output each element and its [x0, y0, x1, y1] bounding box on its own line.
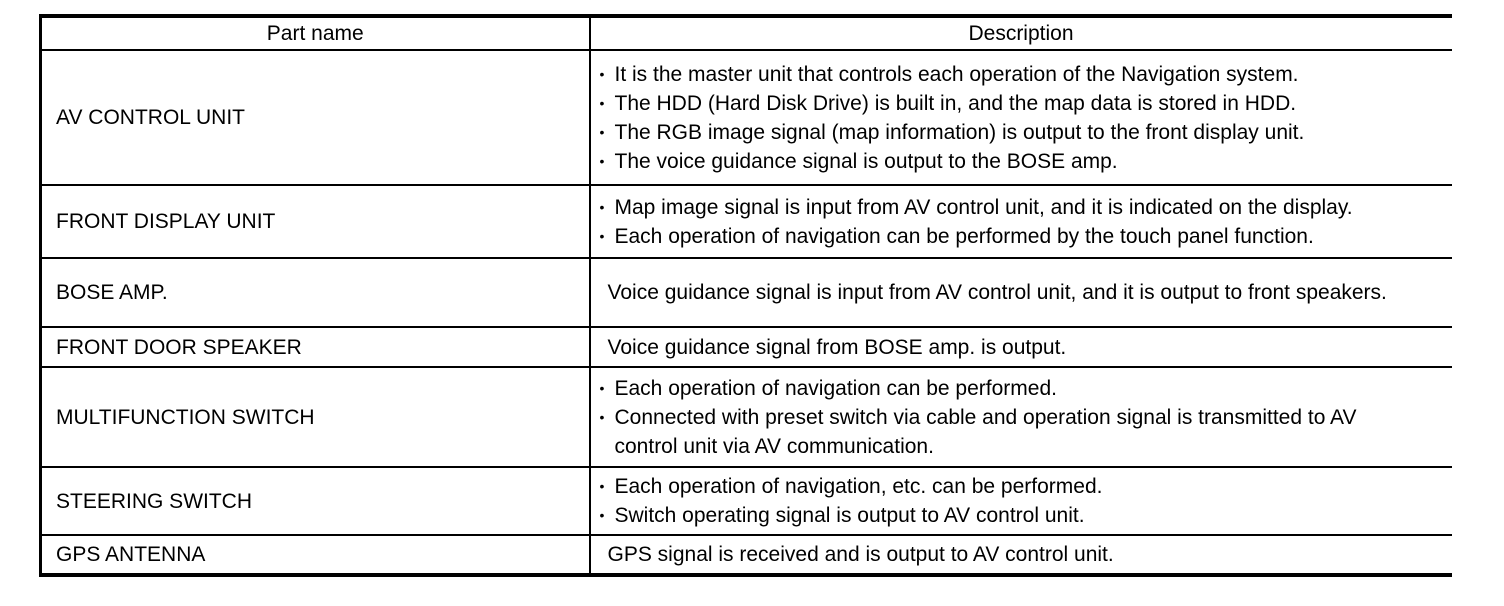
bullet-item: • Switch operating signal is output to AV… [598, 501, 1422, 530]
bullet-item: • The voice guidance signal is output to … [598, 147, 1422, 176]
bullet-item: • The HDD (Hard Disk Drive) is built in, … [598, 89, 1422, 118]
part-name-cell: STEERING SWITCH [40, 467, 591, 536]
description-line: The voice guidance signal is output to t… [614, 149, 1118, 173]
bullet-icon: • [599, 408, 605, 425]
description-line: The HDD (Hard Disk Drive) is built in, a… [614, 91, 1297, 115]
part-name-cell: FRONT DOOR SPEAKER [40, 327, 591, 368]
part-name-cell: FRONT DISPLAY UNIT [40, 185, 591, 259]
table-row: AV CONTROL UNIT • It is the master unit th… [40, 50, 1452, 186]
table-row: GPS ANTENNA GPS signal is received and is… [40, 535, 1452, 576]
description-line: Map image signal is input from AV contro… [614, 195, 1353, 219]
description-line: Voice guidance signal from BOSE amp. is … [607, 335, 1067, 359]
bullet-icon: • [599, 123, 605, 140]
description-cell: • Each operation of navigation can be per… [589, 367, 1452, 468]
header-row: Part name Description [40, 16, 1452, 51]
bullet-item: • Connected with preset switch via cable … [598, 403, 1422, 461]
bullet-icon: • [599, 507, 605, 523]
description-text: Voice guidance signal from BOSE amp. is … [598, 333, 1422, 362]
bullet-item: • Map image signal is input from AV contr… [598, 193, 1422, 222]
description-line: Each operation of navigation, etc. can b… [614, 475, 1103, 498]
column-header-part-name: Part name [40, 16, 591, 51]
description-text: GPS signal is received and is output to … [598, 540, 1422, 569]
table-row: FRONT DOOR SPEAKER Voice guidance signal … [40, 327, 1452, 368]
description-cell: • Map image signal is input from AV contr… [589, 185, 1452, 259]
table-row: BOSE AMP. Voice guidance signal is input … [40, 258, 1452, 328]
part-name-cell: AV CONTROL UNIT [40, 50, 591, 186]
bullet-icon: • [599, 198, 605, 215]
description-text: Voice guidance signal is input from AV c… [598, 278, 1422, 307]
description-line: Each operation of navigation can be perf… [614, 376, 1057, 400]
description-line: Switch operating signal is output to AV … [614, 504, 1085, 527]
description-line: Each operation of navigation can be perf… [614, 224, 1314, 248]
description-cell: GPS signal is received and is output to … [589, 535, 1452, 576]
description-cell: • Each operation of navigation, etc. can … [589, 467, 1452, 536]
bullet-item: • Each operation of navigation can be per… [598, 222, 1422, 251]
part-name-cell: BOSE AMP. [40, 258, 591, 328]
description-line: Connected with preset switch via cable a… [614, 405, 1357, 458]
column-header-description: Description [589, 16, 1452, 51]
part-name-cell: GPS ANTENNA [40, 535, 591, 576]
description-line: It is the master unit that controls each… [614, 62, 1299, 86]
table-row: MULTIFUNCTION SWITCH • Each operation of n… [40, 367, 1452, 468]
description-cell: • It is the master unit that controls eac… [589, 50, 1452, 186]
parts-description-table: Part name Description AV CONTROL UNIT • It… [39, 14, 1452, 577]
description-line: Voice guidance signal is input from AV c… [607, 281, 1387, 304]
table-row: STEERING SWITCH • Each operation of naviga… [40, 467, 1452, 536]
description-line: GPS signal is received and is output to … [607, 543, 1114, 566]
table-row: FRONT DISPLAY UNIT • Map image signal is i… [40, 185, 1452, 259]
bullet-icon: • [599, 379, 605, 396]
bullet-icon: • [599, 152, 605, 169]
description-cell: Voice guidance signal from BOSE amp. is … [589, 327, 1452, 368]
bullet-item: • Each operation of navigation, etc. can … [598, 472, 1422, 501]
part-name-cell: MULTIFUNCTION SWITCH [40, 367, 591, 468]
table-body: AV CONTROL UNIT • It is the master unit th… [40, 50, 1452, 576]
description-line: The RGB image signal (map information) i… [614, 120, 1305, 144]
bullet-icon: • [599, 65, 605, 82]
bullet-item: • The RGB image signal (map information) … [598, 118, 1422, 147]
description-cell: Voice guidance signal is input from AV c… [589, 258, 1452, 328]
bullet-item: • Each operation of navigation can be per… [598, 374, 1422, 403]
bullet-icon: • [599, 94, 605, 111]
bullet-item: • It is the master unit that controls eac… [598, 60, 1422, 89]
bullet-icon: • [599, 227, 605, 244]
bullet-icon: • [599, 478, 605, 494]
